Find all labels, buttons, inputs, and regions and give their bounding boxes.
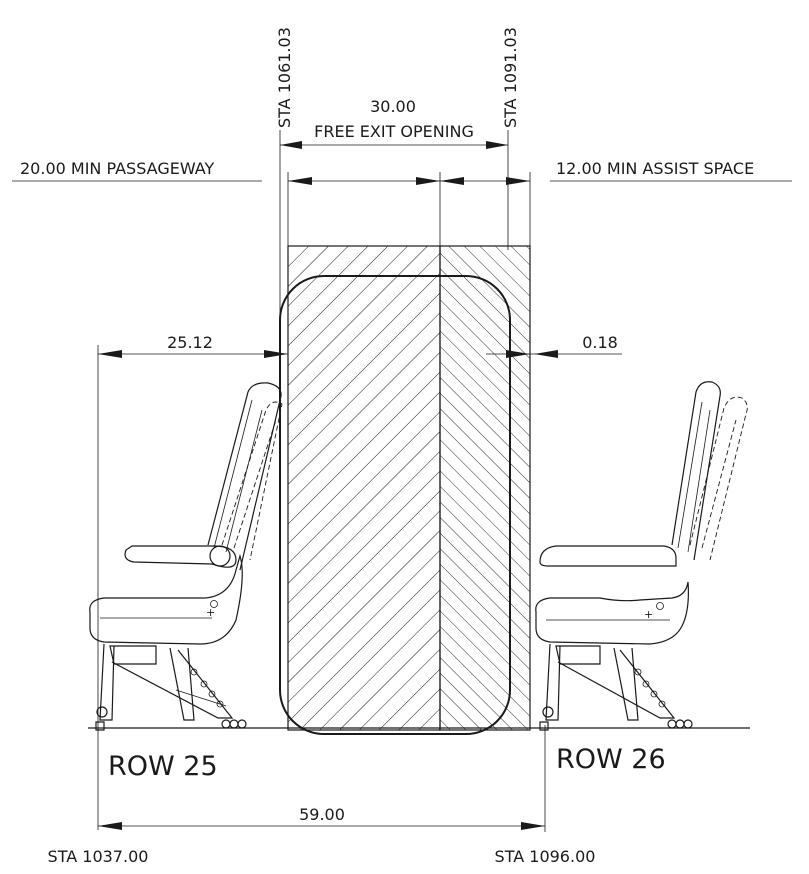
arrow-assist-left xyxy=(440,177,464,185)
row-26-label: ROW 26 xyxy=(556,744,666,775)
arrow-exit-right xyxy=(486,141,508,149)
station-label-1091: STA 1091.03 xyxy=(501,27,520,128)
arrow-clearance-left xyxy=(506,350,530,358)
row-25-label: ROW 25 xyxy=(108,751,218,782)
station-label-1096: STA 1096.00 xyxy=(495,847,596,866)
arrow-pitch-right xyxy=(521,822,545,830)
exit-door-outline xyxy=(279,275,511,735)
seat-to-exit-value: 25.12 xyxy=(167,333,213,352)
svg-text:+: + xyxy=(206,606,215,619)
arrow-assist-right xyxy=(506,177,530,185)
arrow-pitch-left xyxy=(98,822,122,830)
clearance-value: 0.18 xyxy=(582,333,618,352)
passageway-envelope xyxy=(287,245,441,731)
arrow-seat-right xyxy=(264,350,288,358)
assist-space-label: 12.00 MIN ASSIST SPACE xyxy=(556,159,754,178)
station-label-1061: STA 1061.03 xyxy=(275,27,294,128)
seat-row-25: + xyxy=(89,382,283,731)
arrow-clearance-right xyxy=(534,350,558,358)
seat-row-26: + xyxy=(535,381,748,731)
arrow-exit-left xyxy=(280,141,302,149)
row-pitch-value: 59.00 xyxy=(299,805,345,824)
exit-width-label: FREE EXIT OPENING xyxy=(314,122,474,141)
svg-text:+: + xyxy=(644,608,653,621)
exit-width-value: 30.00 xyxy=(370,97,416,116)
arrow-seat-left xyxy=(98,350,122,358)
assist-space-envelope xyxy=(439,245,531,731)
arrow-passage-left xyxy=(288,177,312,185)
station-label-1037: STA 1037.00 xyxy=(48,847,149,866)
arrow-passage-right xyxy=(416,177,440,185)
passageway-label: 20.00 MIN PASSAGEWAY xyxy=(20,159,214,178)
